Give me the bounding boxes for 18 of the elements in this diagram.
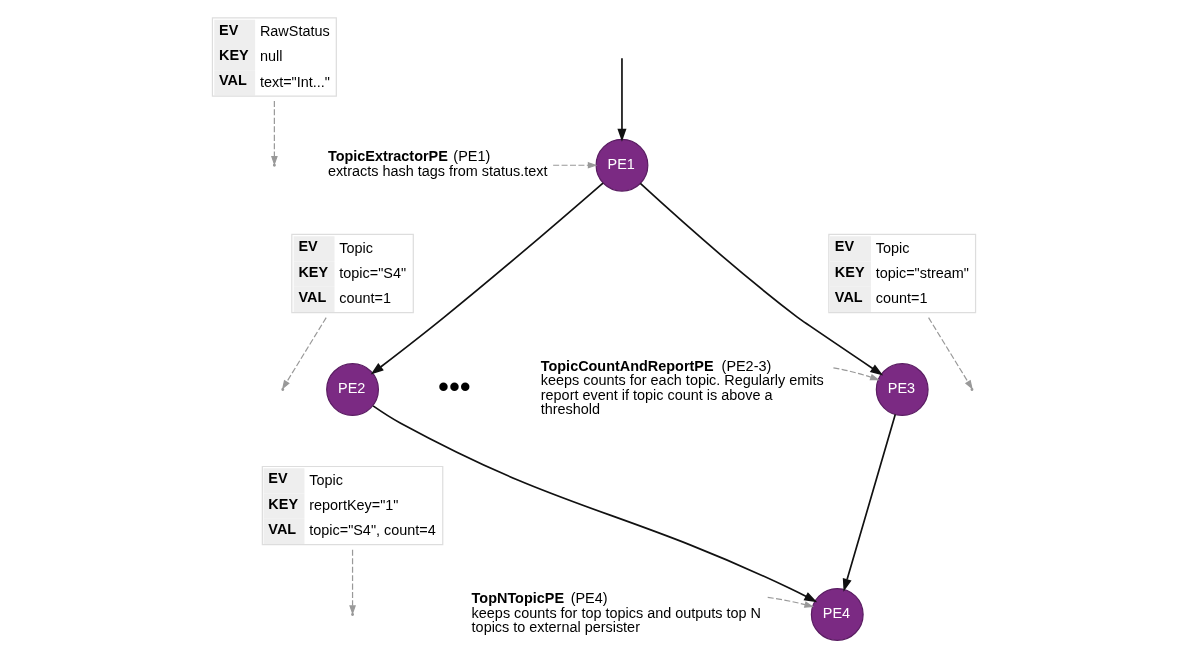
arrow <box>842 413 896 592</box>
node-circle: PE2 <box>325 363 379 416</box>
arrow <box>348 549 356 615</box>
node-circle: PE4 <box>810 588 864 641</box>
arrow <box>370 182 604 375</box>
arrow <box>832 367 880 381</box>
arrow <box>766 596 814 608</box>
arrow <box>552 161 597 169</box>
arrow <box>371 405 817 603</box>
node-circle: PE3 <box>875 363 929 416</box>
node-text: TopNTopicPE (PE4) keeps counts for top topics and outputs top N topics to external persister <box>471 590 761 636</box>
node-text: TopicExtractorPE (PE1) extracts hash tags from status.text <box>327 148 548 179</box>
node-text: TopicCountAndReportPE (PE2-3) keeps counts for each topic. Regularly emits report event if topic count is above a threshold <box>540 358 824 418</box>
node-circle: PE1 <box>595 138 648 192</box>
label: ••• <box>437 369 471 405</box>
arrow <box>616 57 626 142</box>
arrow <box>270 100 278 166</box>
arrow <box>639 182 883 376</box>
